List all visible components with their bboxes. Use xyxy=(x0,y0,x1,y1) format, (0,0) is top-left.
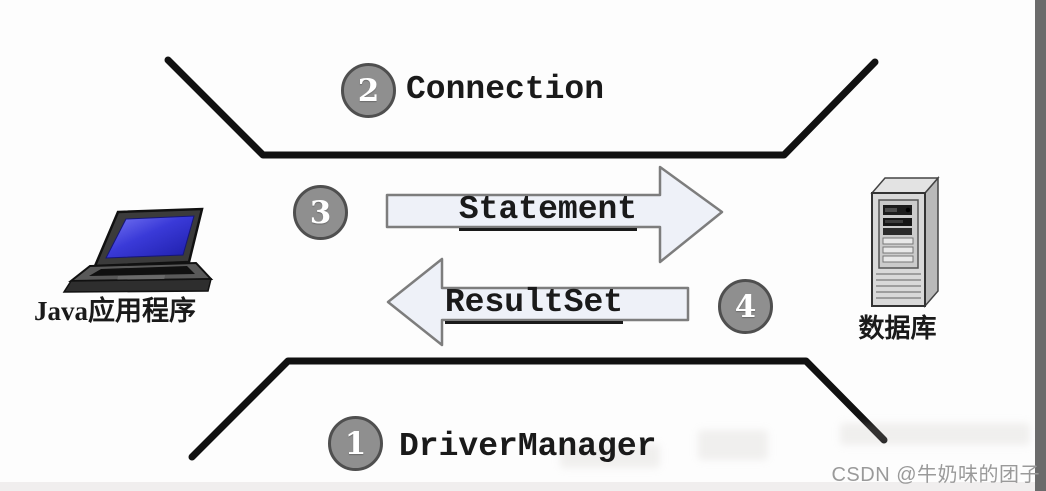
step-circle-3: 3 xyxy=(293,185,348,240)
right-scroll-gutter[interactable] xyxy=(1035,0,1046,491)
resultset-label: ResultSet xyxy=(396,284,672,324)
step-circle-2: 2 xyxy=(341,63,396,118)
java-application-label: Java应用程序 xyxy=(34,296,196,326)
connection-label: Connection xyxy=(406,71,605,108)
laptop-icon xyxy=(62,207,214,293)
resultset-arrow-left-icon xyxy=(386,257,690,347)
csdn-watermark: CSDN @牛奶味的团子 xyxy=(831,464,1040,486)
bottom-connector-line xyxy=(188,357,888,461)
step-number: 1 xyxy=(344,425,367,462)
database-label: 数据库 xyxy=(858,314,937,343)
statement-label: Statement xyxy=(410,191,686,231)
bottom-edge-strip xyxy=(0,482,1035,491)
step-number: 4 xyxy=(734,288,757,325)
step-number: 2 xyxy=(357,72,380,109)
drivermanager-label: DriverManager xyxy=(399,428,657,465)
top-connector-line xyxy=(164,56,879,159)
server-icon xyxy=(870,175,940,309)
statement-arrow-right-icon xyxy=(385,165,724,264)
step-circle-4: 4 xyxy=(718,279,773,334)
step-number: 3 xyxy=(309,194,332,231)
blur-smudge xyxy=(698,430,768,460)
step-circle-1: 1 xyxy=(328,416,383,471)
blur-smudge xyxy=(560,444,660,468)
blur-smudge xyxy=(840,423,1030,445)
